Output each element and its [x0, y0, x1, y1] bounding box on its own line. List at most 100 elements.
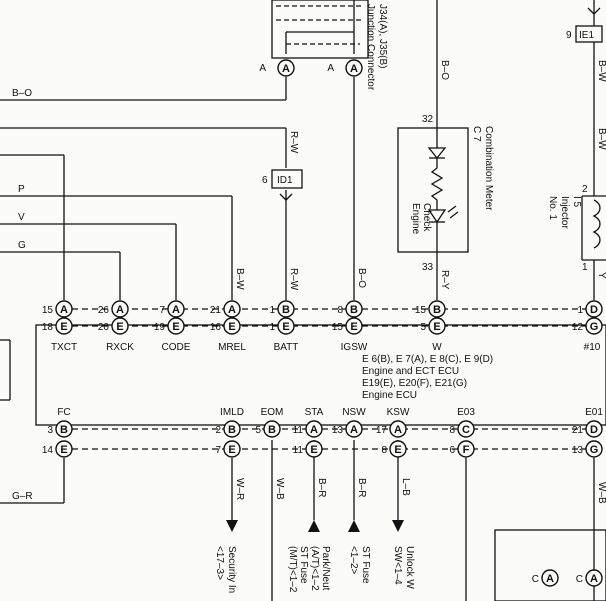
dest-imld-2: <17–3> [214, 546, 225, 580]
ecu-top-pin-r2-0-number: 18 [42, 322, 54, 333]
wire-label-bo-left: B–O [12, 88, 32, 99]
ecu-bottom-pin-r1-6-letter: C [462, 424, 470, 436]
junction-pin-right-letter: A [350, 63, 358, 75]
dest-nsw-1: ST Fuse [360, 546, 371, 584]
injector-name: Injector [559, 196, 570, 229]
ecu-top-pin-r1-6-letter: B [433, 304, 441, 316]
ecu-bottom-pin-r1-2: B5 [255, 420, 281, 438]
wire-label-y-injector: Y [596, 272, 606, 279]
ecu-bottom-pin-r1-0: B3 [47, 420, 73, 438]
ecu-bottom-pin-r1-1-number: 2 [215, 425, 221, 436]
ecu-top-pin-r1-7: D1 [577, 300, 603, 318]
wire-label-gr: G–R [12, 491, 33, 502]
ecu-top-pin-r2-0-letter: E [60, 321, 67, 333]
ecu-bottom-pin-r1-1-letter: B [228, 424, 236, 436]
ecu-top-pin-r1-5-letter: B [350, 304, 358, 316]
ecu-bottom-name-2: EOM [261, 407, 284, 418]
ecu-bottom-pin-r2-1: E7 [215, 440, 241, 458]
junction-title-2: Junction Connector [365, 4, 376, 91]
ecu-bottom-pin-r2-4-letter: F [463, 444, 470, 456]
junction-terminal-left: A [259, 63, 266, 74]
ecu-top-name-1: RXCK [106, 342, 134, 353]
ecu-bottom-pin-r1-5: A17 [376, 420, 407, 438]
ecu-top-pin-r1-0: A15 [42, 300, 73, 318]
ecu-bottom-name-3: STA [305, 407, 324, 418]
injector-no: No. 1 [547, 196, 558, 220]
ground-pin-1: AC [532, 569, 559, 587]
ecu-bottom-pin-r2-0: E14 [42, 440, 73, 458]
dest-ksw-1: Unlock W [404, 546, 415, 589]
ecu-top-pin-r2-5-number: 15 [332, 322, 344, 333]
ecu-top-pin-r2-2-letter: E [172, 321, 179, 333]
injector-pin-bottom: 1 [582, 262, 588, 273]
id1-connector [271, 169, 303, 189]
wire-label-lb-ksw: L–B [400, 478, 411, 496]
ecu-bottom-pin-r2-1-letter: E [228, 444, 235, 456]
wire-label-g: G [18, 240, 26, 251]
ecu-top-pin-r1-7-number: 1 [577, 305, 583, 316]
ecu-top-pin-r1-1: A26 [98, 300, 129, 318]
ecu-top-pin-r1-4-letter: B [282, 304, 290, 316]
ecu-top-pin-r2-1: E20 [98, 317, 129, 335]
wire-label-bw-mrel: B–W [234, 268, 245, 290]
ecu-bottom-pin-r1-4-letter: A [350, 424, 358, 436]
ecu-bottom-pin-r1-0-number: 3 [47, 425, 53, 436]
wire-label-bo-meter: B–O [439, 60, 450, 80]
dest-sta-4: (M/T)<1–2 [287, 546, 298, 593]
ecu-top-pin-r2-6: E5 [420, 317, 446, 335]
ecu-bottom-pin-r1-7-number: 21 [572, 425, 584, 436]
junction-title-1: J34(A), J35(B) [377, 4, 388, 68]
ecu-bottom-pin-r2-3-number: 8 [381, 445, 387, 456]
ecu-bottom-name-4: NSW [342, 407, 366, 418]
ie1-pin: 9 [566, 30, 572, 41]
ecu-bottom-pin-r1-4: A13 [332, 420, 363, 438]
meter-name: Combination Meter [483, 126, 494, 211]
wire-label-p: P [18, 184, 25, 195]
ecu-bottom-pin-r1-2-letter: B [268, 424, 276, 436]
wire-label-ry-meter: R–Y [439, 270, 450, 290]
ecu-bottom-name-1: IMLD [220, 407, 244, 418]
ecu-title-1: E 6(B), E 7(A), E 8(C), E 9(D) [362, 354, 493, 365]
ecu-bottom-pin-r2-2-number: 11 [293, 445, 304, 456]
ecu-bottom-pin-r1-2-number: 5 [255, 425, 261, 436]
ecu-bottom-name-6: E03 [457, 407, 475, 418]
ecu-top-pin-r1-2-number: 7 [159, 305, 165, 316]
ecu-top-pin-r2-5-letter: E [350, 321, 357, 333]
ecu-bottom-pin-r1-5-letter: A [394, 424, 402, 436]
ecu-bottom-pin-r2-5-letter: G [590, 444, 599, 456]
meter-check: Check [421, 203, 432, 232]
ecu-bottom-pin-r1-3: A11 [293, 420, 323, 438]
ecu-top-pin-r1-5-number: 8 [337, 305, 343, 316]
meter-pin-bottom: 33 [422, 262, 434, 273]
junction-terminal-right: A [327, 63, 334, 74]
junction-connector-box [271, 0, 369, 59]
id1-label: ID1 [277, 175, 293, 186]
meter-pin-top: 32 [422, 114, 434, 125]
dest-sta-1: Park/Neut [320, 546, 331, 591]
ecu-top-pin-r1-1-number: 26 [98, 305, 110, 316]
ecu-top-pin-r2-1-number: 20 [98, 322, 110, 333]
ecu-top-pin-r2-3: E16 [210, 317, 241, 335]
ecu-bottom-pin-r2-2: E11 [293, 440, 323, 458]
ecu-bottom-name-0: FC [57, 407, 70, 418]
ecu-bottom-pin-r2-3: E8 [381, 440, 407, 458]
ecu-bottom-pin-r2-1-number: 7 [215, 445, 221, 456]
ground-pin-1-letter: A [546, 573, 554, 585]
wire-label-rw-bottom: R–W [288, 268, 299, 291]
ecu-top-pin-r2-2-number: 19 [154, 322, 166, 333]
ecu-top-pin-r1-3-number: 21 [210, 305, 222, 316]
ecu-top-name-7: #10 [584, 342, 601, 353]
ecu-top-name-6: W [432, 342, 442, 353]
injector-ref: I 5 [571, 196, 582, 208]
ecu-top-pin-r1-0-letter: A [60, 304, 68, 316]
junction-pin-left: A [277, 59, 295, 77]
wire-label-v: V [18, 212, 25, 223]
ecu-top-pin-r1-3-letter: A [228, 304, 236, 316]
ecu-top-pin-r1-5: B8 [337, 300, 363, 318]
ecu-title-2: Engine and ECT ECU [362, 366, 459, 377]
ecu-top-pin-r1-4-number: 1 [269, 305, 275, 316]
ecu-top-name-3: MREL [218, 342, 246, 353]
wire-label-wb-right: W–B [596, 482, 606, 504]
